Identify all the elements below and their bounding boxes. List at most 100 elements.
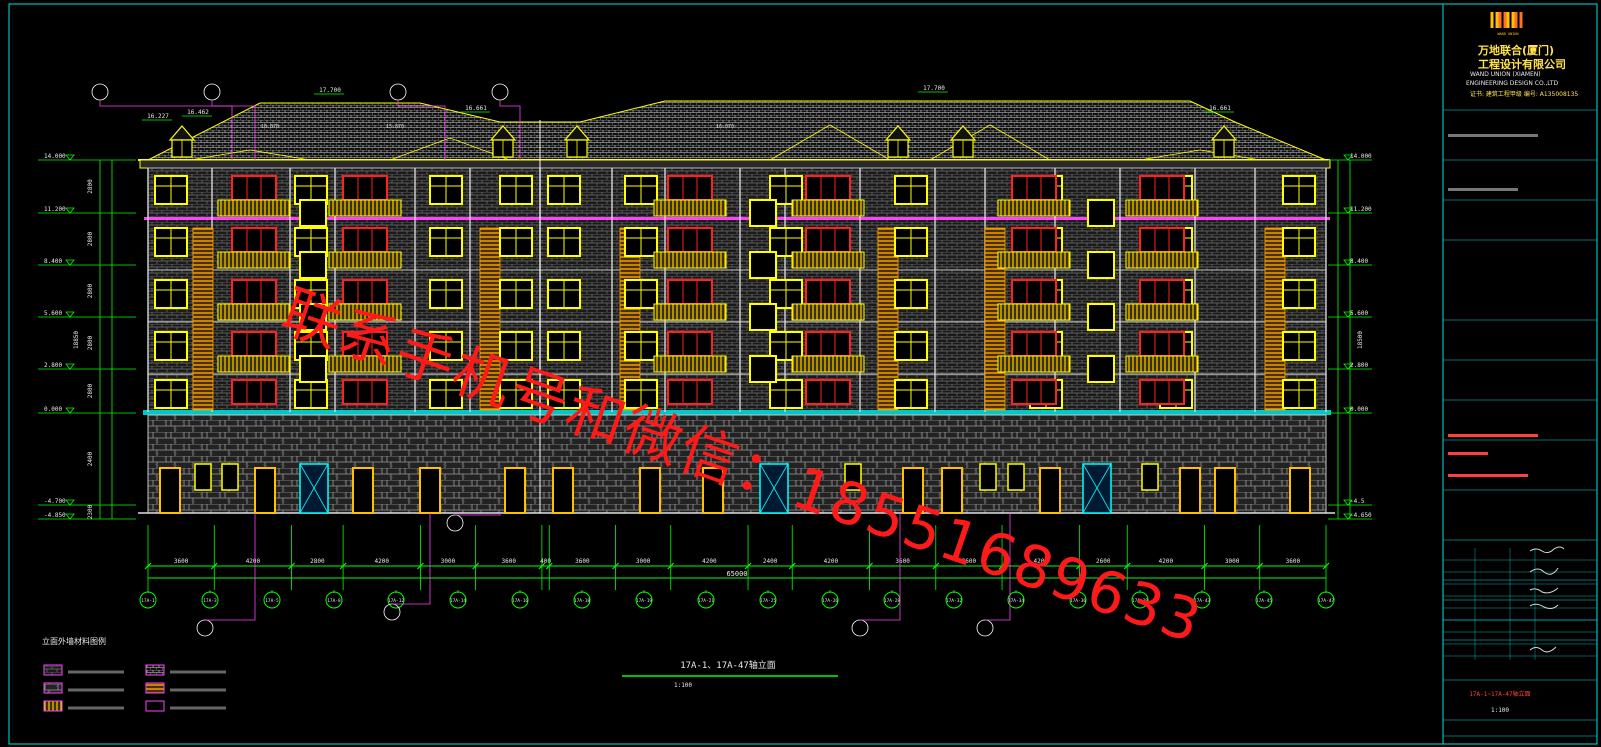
- window: [429, 379, 463, 409]
- window: [547, 279, 581, 309]
- balcony-railing: [653, 199, 727, 217]
- balcony-door: [1139, 175, 1185, 201]
- dim-tick: [612, 562, 619, 570]
- elevation-title: 17A-1、17A-47轴立面: [680, 659, 776, 671]
- balcony-railing: [1125, 303, 1199, 321]
- balcony-door: [1011, 227, 1057, 253]
- window: [1282, 227, 1316, 257]
- level-marker: [65, 407, 75, 414]
- stair-window: [299, 199, 327, 227]
- louver-column: [479, 227, 501, 411]
- balcony-railing: [217, 251, 291, 269]
- balcony-door-frame: [1011, 279, 1057, 305]
- story-dim-label: 2800: [87, 179, 94, 194]
- level-label: -4.700: [44, 498, 66, 505]
- garage-door: [759, 463, 789, 514]
- dormer-level-label: 16.070: [716, 124, 734, 130]
- elevation-scale: 1:100: [674, 682, 692, 689]
- balcony-door: [805, 279, 851, 305]
- ground-door: [552, 467, 574, 514]
- dim-label: 4200: [824, 558, 839, 565]
- balcony-door-frame: [667, 379, 713, 405]
- window: [624, 175, 658, 205]
- balcony-railing: [791, 303, 865, 321]
- callout-leader: [211, 100, 256, 160]
- balcony-door-frame: [667, 331, 713, 357]
- window: [1282, 175, 1316, 205]
- garage-door-diagonals: [759, 463, 789, 514]
- belt-course: [144, 217, 1330, 220]
- louver-column: [192, 227, 214, 411]
- signature: [1529, 646, 1557, 653]
- ground-window: [221, 463, 239, 491]
- dim-tick: [144, 562, 152, 570]
- company-name-cn-1: 万地联合(厦门): [1478, 44, 1555, 57]
- ground-door: [1039, 467, 1061, 514]
- signature: [1529, 587, 1559, 594]
- window: [547, 175, 581, 205]
- company-name-en-1: WAND UNION (XIAMEN): [1470, 71, 1541, 78]
- window: [624, 227, 658, 257]
- dim-tick: [667, 562, 675, 570]
- balcony-door: [1139, 379, 1185, 405]
- roof-level-label: 16.462: [187, 109, 209, 116]
- story-dim-label: 2400: [87, 451, 94, 466]
- callout-leader: [455, 513, 501, 516]
- stair-window: [1087, 303, 1115, 331]
- balcony-door-frame: [231, 227, 277, 253]
- story-dim-label: 2800: [87, 383, 94, 398]
- cornice: [139, 159, 1331, 169]
- stair-window: [749, 303, 777, 331]
- axis-label: 17A-36: [1070, 598, 1087, 604]
- axis-label: 17A-3: [203, 598, 217, 604]
- dim-tick: [472, 562, 480, 570]
- balcony-door: [1011, 331, 1057, 357]
- balcony-door-frame: [1139, 379, 1185, 405]
- level-marker: [65, 259, 75, 266]
- level-marker: [1343, 154, 1353, 161]
- garage-door: [1082, 463, 1112, 514]
- level-label: -4.650: [1350, 512, 1372, 519]
- balcony-door: [342, 227, 388, 253]
- balcony-door-frame: [231, 279, 277, 305]
- dim-label: 4200: [1033, 558, 1048, 565]
- axis-label: 17A-12: [388, 598, 405, 604]
- balcony-railing: [791, 251, 865, 269]
- window: [894, 331, 928, 361]
- axis-label: 17A-19: [636, 598, 653, 604]
- dim-total-label: 65000: [726, 570, 747, 578]
- dim-label: 4200: [375, 558, 390, 565]
- balcony-door: [1139, 331, 1185, 357]
- garage-door: [299, 463, 329, 514]
- axis-bubble: [1131, 591, 1149, 609]
- balcony-door: [805, 175, 851, 201]
- window: [894, 227, 928, 257]
- sheet-scale: 1:100: [1491, 707, 1509, 714]
- dim-tick: [1201, 562, 1208, 570]
- level-label: 2.800: [1350, 362, 1368, 369]
- ground-door: [1214, 467, 1236, 514]
- window: [154, 227, 188, 257]
- balcony-door: [1139, 279, 1185, 305]
- level-label: 11.200: [1350, 206, 1372, 213]
- roof-ridge-line: [1139, 149, 1261, 161]
- balcony-door: [667, 279, 713, 305]
- company-certificate: 证书: 建筑工程甲级 编号: A135008135: [1470, 91, 1579, 98]
- level-label: -4.5: [1350, 498, 1365, 505]
- window: [429, 279, 463, 309]
- dormer: [884, 125, 912, 158]
- signature: [1529, 546, 1565, 554]
- axis-label: 17A-25: [760, 598, 777, 604]
- level-marker: [1343, 499, 1353, 506]
- callout-leader: [99, 100, 233, 160]
- dormer: [1210, 125, 1238, 158]
- level-label: 0.000: [44, 406, 62, 413]
- callout-leader: [499, 100, 521, 160]
- legend-swatch: [145, 682, 165, 694]
- titleblock-field-red: [1448, 434, 1538, 437]
- roof-ridge-line: [769, 124, 891, 161]
- dim-label: 400: [540, 558, 551, 565]
- axis-bubble: [759, 591, 777, 609]
- balcony-railing: [1125, 355, 1199, 373]
- balcony-door-frame: [1139, 227, 1185, 253]
